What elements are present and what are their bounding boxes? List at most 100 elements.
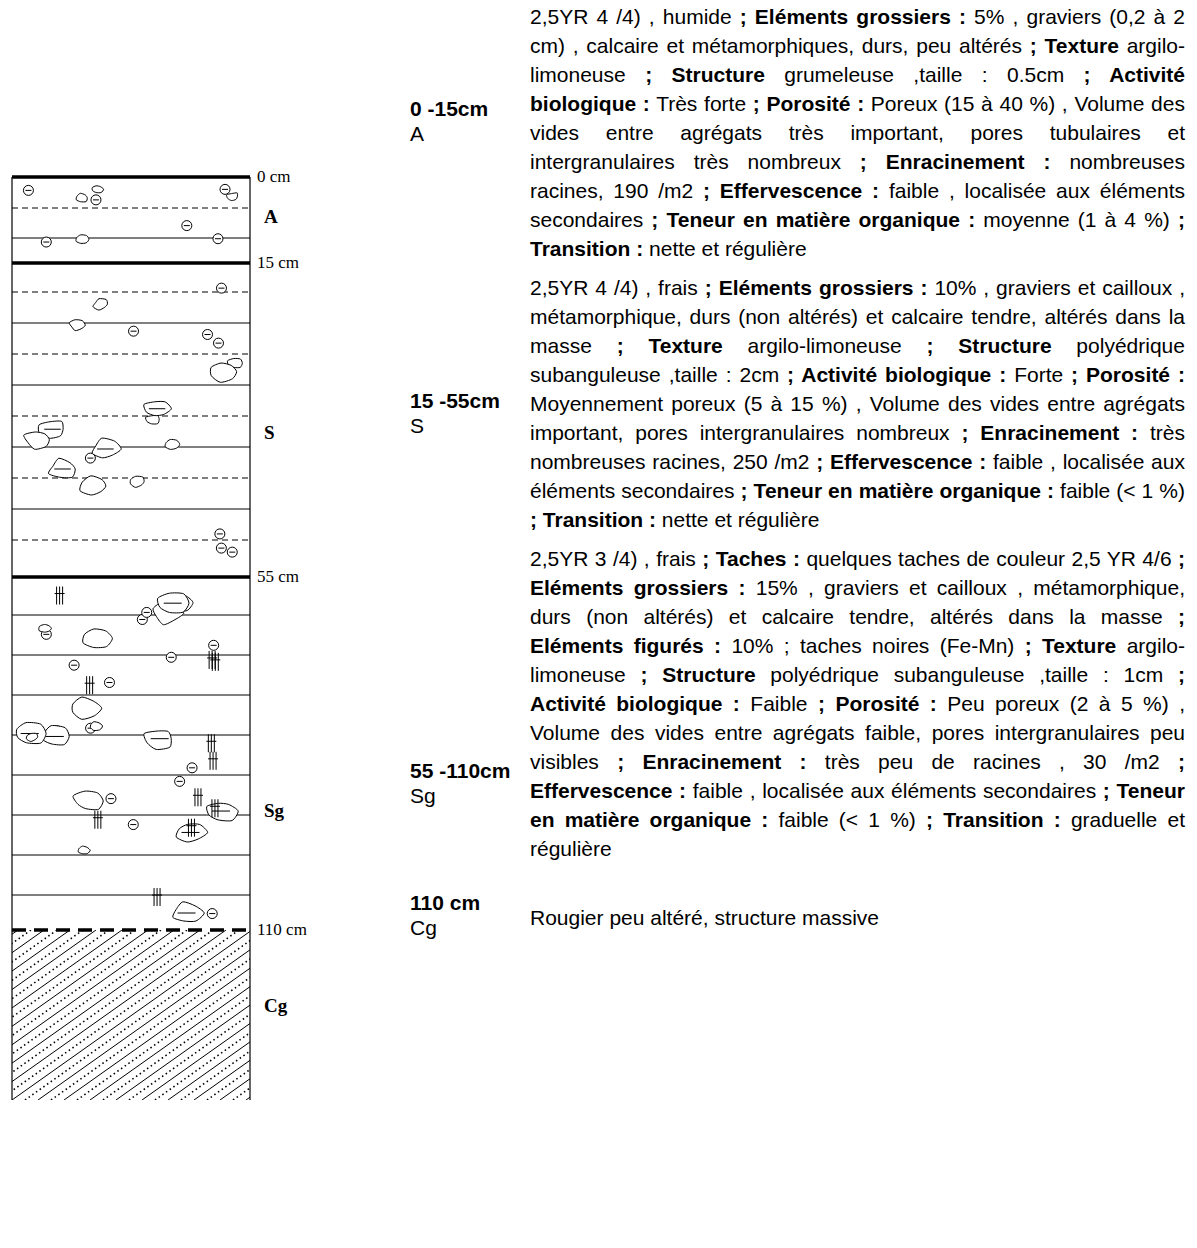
calcareous-mark <box>164 603 182 604</box>
layer-line <box>12 540 250 541</box>
minus-bar <box>211 645 217 646</box>
horizon-description: 2,5YR 4 /4) , frais ; Eléments grossiers… <box>530 273 1185 534</box>
minus-symbol <box>166 652 176 662</box>
mottle-bar <box>194 819 195 837</box>
mottle-bar <box>160 888 161 906</box>
mottle-tick <box>210 806 220 807</box>
property-value: nette et régulière <box>649 237 807 260</box>
minus-symbol <box>106 794 116 804</box>
minus-symbol <box>203 329 213 339</box>
bigpebble-symbol <box>210 363 236 382</box>
bigpebble-symbol <box>16 722 46 743</box>
property-key: ; Eléments grossiers : <box>705 276 928 299</box>
hatch-line <box>233 930 250 1100</box>
pebble-shape <box>80 476 106 495</box>
bigpebble-symbol <box>73 791 103 810</box>
property-key: ; Porosité : <box>753 92 864 115</box>
horizon-letter: Sg <box>264 800 284 822</box>
depth-range: 55 -110cm <box>410 759 510 783</box>
minus-circle <box>142 607 152 617</box>
pebble-symbol <box>39 624 52 632</box>
mottle-bar <box>89 676 90 694</box>
property-value: grumeleuse ,taille : 0.5cm <box>784 63 1064 86</box>
minus-symbol <box>142 607 152 617</box>
horizon-description: 2,5YR 3 /4) , frais ; Taches : quelques … <box>530 544 1185 863</box>
property-key: ; Teneur en matière organique : <box>741 479 1054 502</box>
property-value: 10% ; taches noires (Fe-Mn) <box>731 634 1014 657</box>
minus-bar <box>218 548 224 549</box>
depth-label: 55 cm <box>257 567 299 587</box>
pebble-shape <box>73 791 103 810</box>
calcareous-mark <box>181 832 199 833</box>
mottle-tick <box>55 593 65 594</box>
minus-bar <box>139 619 145 620</box>
property-key: ; Activité biologique : <box>787 363 1006 386</box>
mottle-symbol <box>93 811 103 829</box>
minus-symbol <box>216 283 226 293</box>
minus-circle <box>69 660 79 670</box>
minus-symbol <box>104 677 114 687</box>
minus-circle <box>129 326 139 336</box>
minus-circle <box>166 652 176 662</box>
minus-bar <box>215 343 221 344</box>
pebble-symbol <box>146 415 160 424</box>
minus-symbol <box>227 547 237 557</box>
pebble-symbol <box>69 320 85 331</box>
mottle-bar <box>92 676 93 694</box>
horizon-code: Sg <box>410 784 436 808</box>
layer-line <box>12 447 250 448</box>
minus-bar <box>43 242 49 243</box>
minus-circle <box>175 776 185 786</box>
property-value: très peu de racines , 30 /m2 <box>825 750 1160 773</box>
minus-bar <box>205 334 211 335</box>
property-value: Faible <box>750 692 807 715</box>
minus-circle <box>41 237 51 247</box>
pebble-shape <box>76 193 87 202</box>
pebble-shape <box>165 439 180 449</box>
property-key: ; Enracinement : <box>617 750 806 773</box>
hatch-line <box>12 930 109 1100</box>
mottle-bar <box>59 587 60 605</box>
minus-circle <box>227 547 237 557</box>
horizon-code: S <box>410 414 424 438</box>
minus-circle <box>220 184 230 194</box>
minus-bar <box>144 612 150 613</box>
minus-symbol <box>69 660 79 670</box>
mottle-symbol <box>210 653 220 671</box>
mottle-tick <box>85 683 95 684</box>
hatch-line <box>12 930 226 1100</box>
property-key: ; Structure <box>645 63 765 86</box>
pebble-shape <box>48 458 75 478</box>
property-key: ; Transition : <box>926 808 1061 831</box>
mottle-tick <box>193 795 203 796</box>
horizon-boundary <box>12 575 250 579</box>
minus-symbol <box>216 543 226 553</box>
calcareous-mark <box>54 468 71 469</box>
minus-symbol <box>209 640 219 650</box>
mottle-tick <box>93 817 103 818</box>
pebble-shape <box>92 186 104 193</box>
pebble-shape <box>76 235 89 244</box>
mottle-bar <box>188 819 189 837</box>
soil-profile <box>0 177 499 1100</box>
pebble-shape <box>157 593 189 613</box>
property-key: ; Porosité : <box>818 692 937 715</box>
profile-border <box>11 177 12 1100</box>
minus-circle <box>182 221 192 231</box>
hatch-line <box>103 930 250 1100</box>
property-key: ; Structure <box>640 663 755 686</box>
mottle-bar <box>211 734 212 752</box>
layer-line <box>12 354 250 355</box>
property-key: ; Texture <box>617 334 723 357</box>
horizon-boundary-dashed <box>12 928 250 932</box>
bigpebble-symbol <box>83 629 113 648</box>
pebble-shape <box>207 803 239 821</box>
minus-bar <box>108 798 114 799</box>
minus-symbol <box>41 237 51 247</box>
pebble-shape <box>210 363 236 382</box>
mottle-bar <box>154 888 155 906</box>
mottle-bar <box>208 734 209 752</box>
property-key: ; Effervescence : <box>703 179 879 202</box>
mottle-symbol <box>210 799 220 817</box>
